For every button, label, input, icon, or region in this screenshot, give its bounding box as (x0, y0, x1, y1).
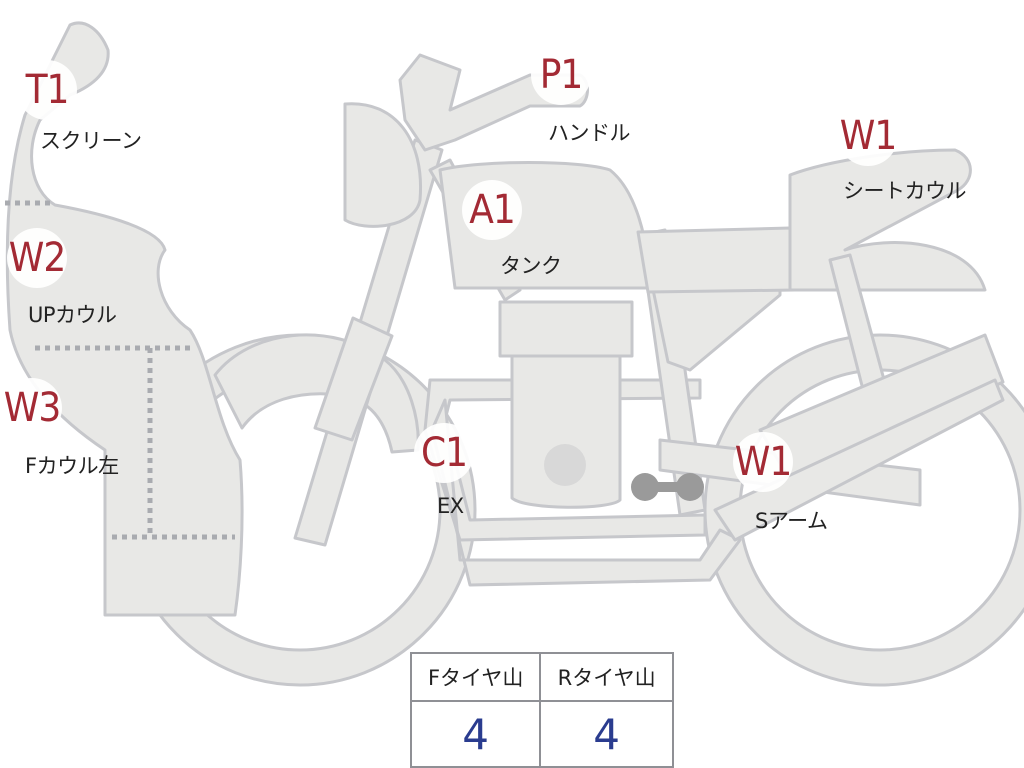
engine-cover (544, 444, 586, 486)
part-label-swing-arm: Sアーム (755, 509, 828, 533)
part-label-seat-cowl: シートカウル (843, 179, 967, 203)
seat (636, 226, 797, 294)
part-code-f-cowl-left: W3 (2, 378, 62, 438)
part-label-tank: タンク (500, 254, 562, 278)
part-label-exhaust: EX (437, 494, 464, 518)
front-tire-value: 4 (409, 700, 542, 768)
front-tire-header: Fタイヤ山 (409, 652, 542, 702)
seat-cowl (788, 148, 987, 292)
part-code-handle: P1 (531, 45, 591, 105)
tire-tread-table: Fタイヤ山 Rタイヤ山 4 4 (409, 652, 674, 768)
part-code-exhaust: C1 (414, 423, 474, 483)
part-label-handle: ハンドル (548, 121, 631, 145)
engine-cylinder (498, 300, 634, 358)
rear-tire-header: Rタイヤ山 (539, 652, 674, 702)
headlight (343, 102, 423, 228)
part-label-screen: スクリーン (40, 129, 142, 153)
part-code-up-cowl: W2 (7, 228, 67, 288)
engine-block (510, 354, 622, 509)
part-label-f-cowl-left: Fカウル左 (25, 454, 119, 478)
rear-tire-value: 4 (539, 700, 674, 768)
part-code-tank: A1 (462, 180, 522, 240)
part-code-screen: T1 (17, 60, 77, 120)
part-code-swing-arm: W1 (733, 432, 793, 492)
part-code-seat-cowl: W1 (838, 106, 898, 166)
part-label-up-cowl: UPカウル (28, 303, 117, 327)
